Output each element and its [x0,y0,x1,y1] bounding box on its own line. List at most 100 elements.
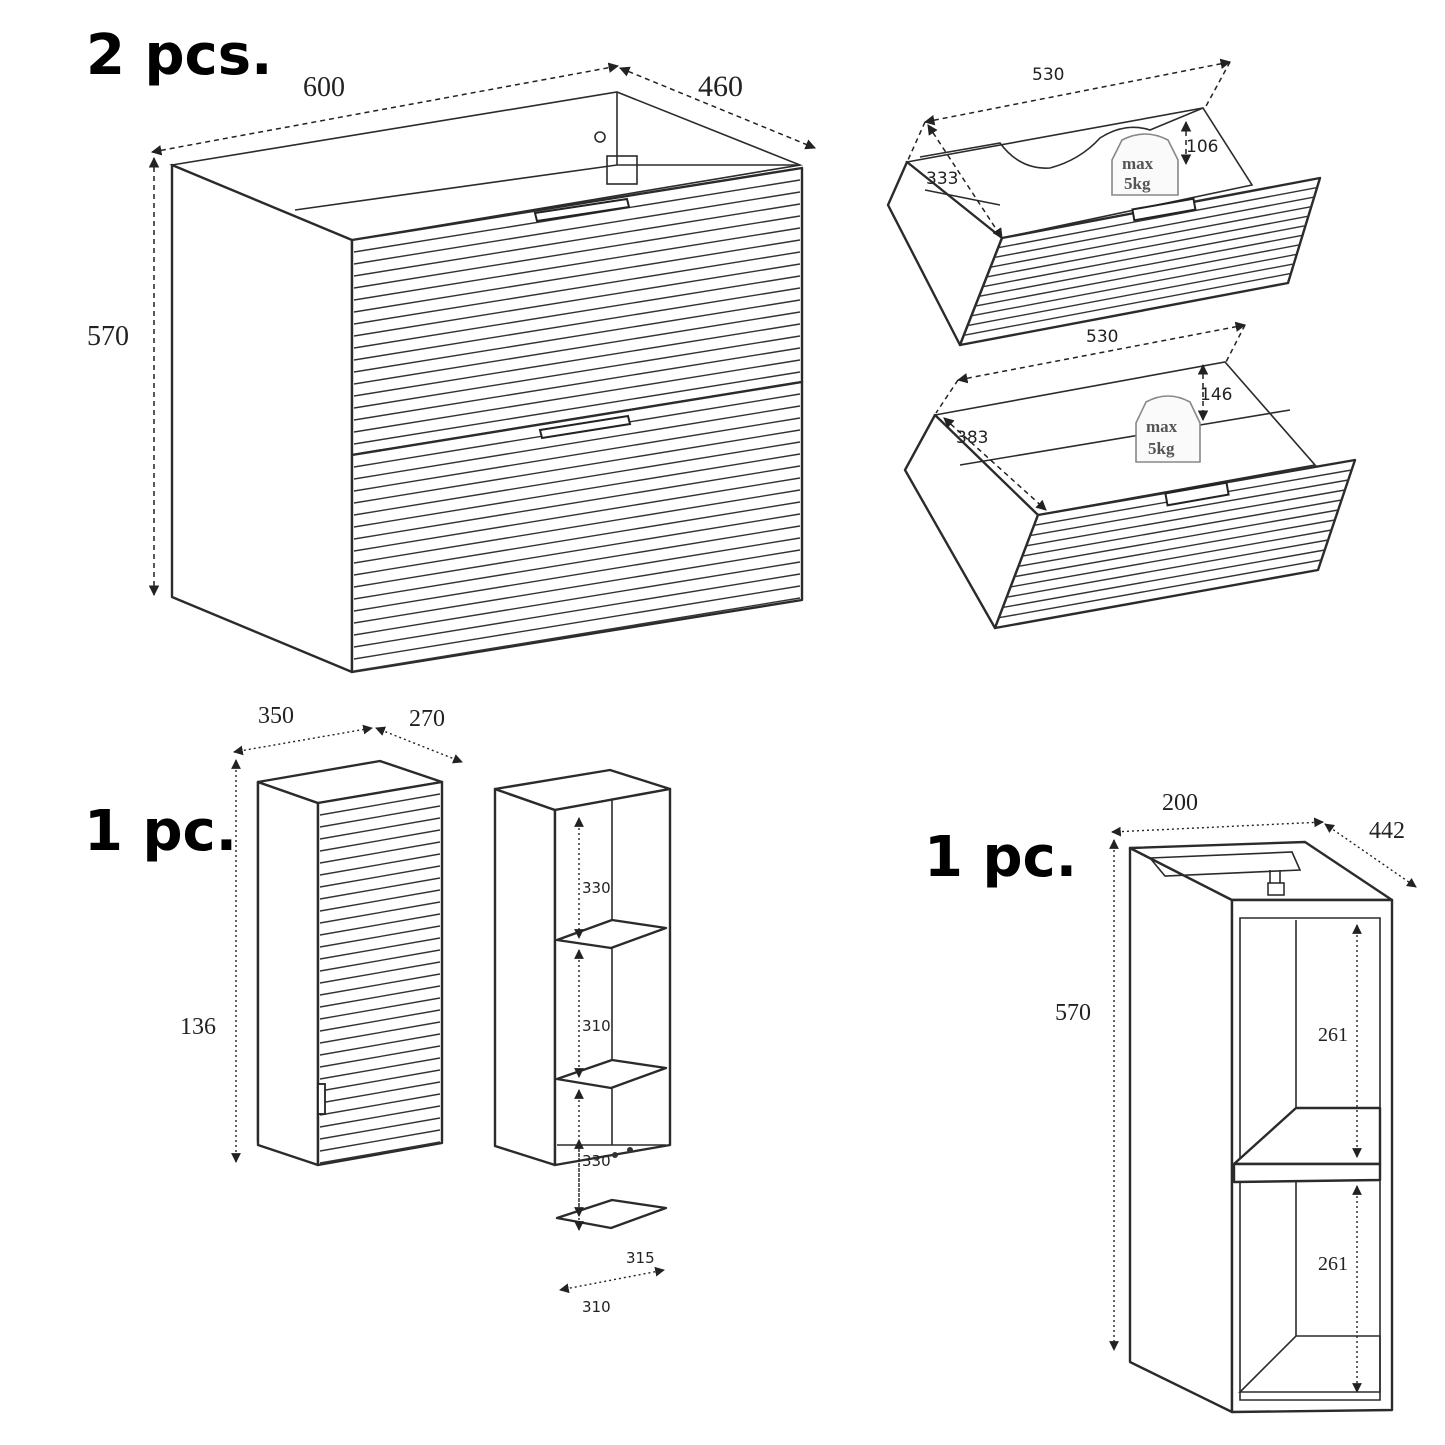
slat-line [353,347,801,421]
slat-line [1014,519,1335,578]
slat-line [319,937,441,960]
tall-cabinet-height-label: 136 [180,1014,216,1040]
slat-line [353,537,801,612]
slat-line [353,371,801,445]
side-cabinet-mount-bracket [1267,882,1285,896]
slat-line [967,263,1294,327]
side-cabinet: 200 442 570 261 261 [1055,790,1417,1414]
tall-compartment-2-label: 310 [582,1017,611,1035]
drawer-bottom-handle [1164,481,1230,507]
vanity-top-drawer-handle [533,197,631,223]
tall-cabinet-open: 330 310 330 310 315 [493,768,672,1316]
slat-line [353,287,801,361]
side-cabinet-lower-compartment-label: 261 [1318,1253,1348,1275]
drawer-top-cutout [919,107,1204,169]
drawer-top-handle [1131,197,1197,222]
slat-line [353,179,801,253]
slat-line [353,335,801,409]
tall-shelf-2 [555,1058,668,1090]
quantity-label-tall-cabinet: 1 pc. [84,799,237,864]
vanity-cabinet: 600 460 570 [87,62,816,674]
slat-line [353,251,801,325]
tall-compartment-1-label: 330 [582,879,611,897]
slat-line [319,1021,441,1044]
vanity-side-panel [170,163,354,674]
slat-line [319,949,441,972]
tall-compartment-4-label: 310 [582,1298,611,1316]
drawer-top-depth-dimension-line [927,124,1003,239]
drawer-top-width-dimension-line [923,58,1232,126]
tall-cabinet-width-dimension-line [233,724,373,756]
drawer-bottom-slats [998,469,1352,619]
vanity-bottom-drawer-slats [353,393,801,672]
slat-line [353,585,801,660]
slat-line [319,1069,441,1092]
tall-cabinet-width-label: 350 [258,703,294,729]
slat-line [353,239,801,313]
vanity-mount-hole [594,131,606,143]
vanity-depth-label: 460 [698,70,743,103]
drawer-top-depth-label: 333 [926,169,958,189]
slat-line [353,215,801,289]
slat-line [319,1057,441,1080]
quantity-label-vanity: 2 pcs. [86,23,272,88]
drawer-bottom-depth-label: 383 [956,428,988,448]
slat-line [998,559,1322,619]
slat-line [353,203,801,277]
slat-line [319,973,441,996]
slat-line [353,275,801,349]
slat-line [353,561,801,636]
slat-line [353,465,801,540]
slat-line [319,1009,441,1032]
slat-line [1018,509,1339,568]
tall-cabinet-depth-dimension-line [375,726,463,764]
slat-line [353,405,801,480]
drawer-bottom-front [993,458,1357,630]
slat-line [319,1081,441,1104]
drawer-top-weight-icon [1111,133,1179,196]
slat-line [319,877,441,900]
side-cabinet-depth-dimension-line [1324,823,1417,888]
tall-cabinet-door-handle [317,1083,326,1115]
slat-line [319,805,441,828]
slat-line [978,234,1303,298]
drawer-top-load-line1: max [1122,154,1154,173]
slat-line [971,253,1297,317]
drawer-top-height-label: 106 [1186,137,1218,157]
slat-line [319,997,441,1020]
vanity-bottom-drawer-handle [538,414,632,440]
slat-line [319,829,441,852]
slat-line [319,985,441,1008]
slat-line [353,501,801,576]
side-cabinet-height-label: 570 [1055,1000,1091,1026]
tall-compartment-3-label: 330 [582,1152,611,1170]
side-cabinet-width-label: 200 [1162,790,1198,816]
slat-line [319,925,441,948]
slat-line [353,525,801,600]
slat-line [319,1105,441,1128]
tall-inner-width-dimension-line [559,1266,665,1294]
slat-line [353,489,801,564]
tall-cabinet-depth-label: 270 [409,706,445,732]
slat-line [1030,479,1349,537]
side-cabinet-side-panel [1128,846,1234,1414]
tall-open-side-panel [493,787,557,1167]
slat-line [319,841,441,864]
drawer-bottom-depth-dimension-line [943,417,1047,511]
slat-line [994,196,1315,259]
drawer-bottom-detail: max 5kg 530 383 146 [903,321,1357,630]
drawer-top-width-label: 530 [1032,65,1064,85]
slat-line [353,299,801,373]
slat-line [990,205,1312,268]
tall-cabinet-closed: 350 270 136 [180,703,463,1167]
slat-line [353,549,801,624]
slat-line [353,417,801,492]
drawer-bottom-load-line2: 5kg [1148,439,1175,458]
slat-line [982,225,1306,288]
slat-line [353,453,801,528]
slat-line [319,865,441,888]
slat-line [353,263,801,337]
slat-line [353,429,801,504]
slat-line [353,359,801,433]
